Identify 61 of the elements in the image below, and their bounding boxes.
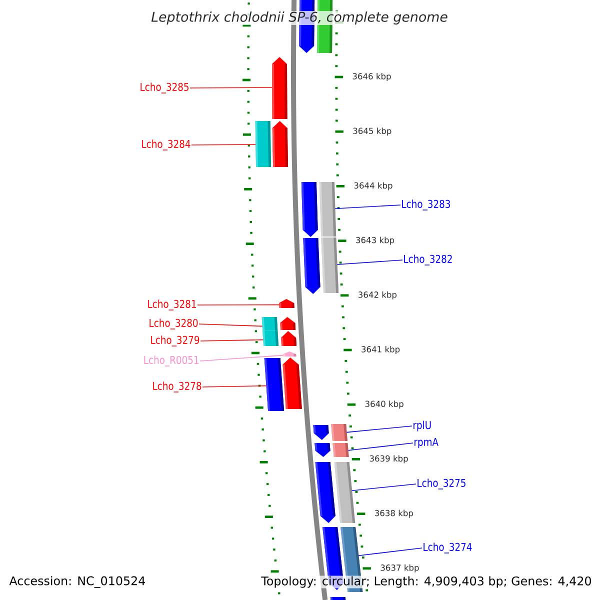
gene-block [319, 182, 336, 236]
leader-line [334, 204, 401, 209]
gene-label: Lcho_3283 [402, 200, 450, 210]
gene-feature [301, 182, 318, 237]
accession-text: Accession: NC_010524 [9, 576, 146, 588]
gene-feature [279, 299, 294, 308]
gene-block [262, 330, 279, 346]
gene-block [330, 597, 346, 600]
tick-label: 3637 kbp [380, 564, 419, 572]
leader-line [191, 144, 256, 146]
leader-line [190, 87, 272, 88]
leader-line [200, 354, 284, 362]
gene-label: Lcho_3284 [142, 140, 190, 150]
gene-label: Lcho_R0051 [144, 356, 198, 366]
gene-label: Lcho_3281 [148, 300, 196, 310]
gene-label: Lcho_3275 [418, 478, 466, 490]
tick-label: 3645 kbp [353, 128, 392, 136]
tick-label: 3642 kbp [358, 291, 397, 300]
tick-label: 3639 kbp [370, 455, 408, 464]
leader-line [358, 548, 422, 556]
tick-label: 3638 kbp [375, 510, 413, 518]
gene-label: Lcho_3278 [153, 382, 202, 392]
gene-label: Lcho_3279 [151, 336, 200, 346]
gene-label: Lcho_3280 [150, 318, 198, 330]
summary-text: Topology: circular; Length: 4,909,403 bp; Genes: 4,420 [260, 576, 592, 588]
tick-label: 3640 kbp [365, 400, 404, 409]
gene-block [262, 317, 278, 331]
gene-feature [314, 443, 330, 457]
gene-feature [281, 331, 297, 346]
gene-feature [272, 121, 288, 167]
gene-feature [282, 358, 302, 409]
gene-feature [303, 238, 320, 294]
gene-block [264, 358, 284, 411]
leader-line [197, 304, 280, 306]
gene-label: rplU [414, 420, 431, 432]
gene-label: Lcho_3274 [424, 542, 472, 554]
tick-label: 3641 kbp [362, 346, 400, 354]
leader-line [200, 339, 264, 342]
leader-line [202, 385, 267, 388]
leader-line [346, 426, 412, 433]
title: Leptothrix cholodnii SP-6, complete genome [150, 11, 448, 25]
gene-label: rpmA [414, 438, 438, 448]
tick-label: 3644 kbp [354, 182, 392, 190]
gene-label: Lcho_3282 [404, 254, 452, 266]
tick-label: 3643 kbp [356, 236, 394, 245]
gene-feature [283, 352, 296, 356]
leader-line [352, 484, 416, 491]
gene-block [331, 424, 348, 441]
gene-feature [280, 317, 296, 330]
tick-label: 3646 kbp [352, 73, 391, 82]
leader-line [198, 324, 263, 327]
gene-block [321, 238, 339, 293]
gene-block [255, 121, 272, 167]
leader-line [348, 442, 414, 451]
gene-feature [315, 462, 336, 523]
gene-block [332, 443, 349, 457]
gene-feature [313, 425, 329, 440]
leader-line [336, 260, 403, 265]
gene-feature [272, 57, 288, 119]
gene-block [334, 462, 356, 523]
gene-label: Lcho_3285 [140, 82, 188, 94]
